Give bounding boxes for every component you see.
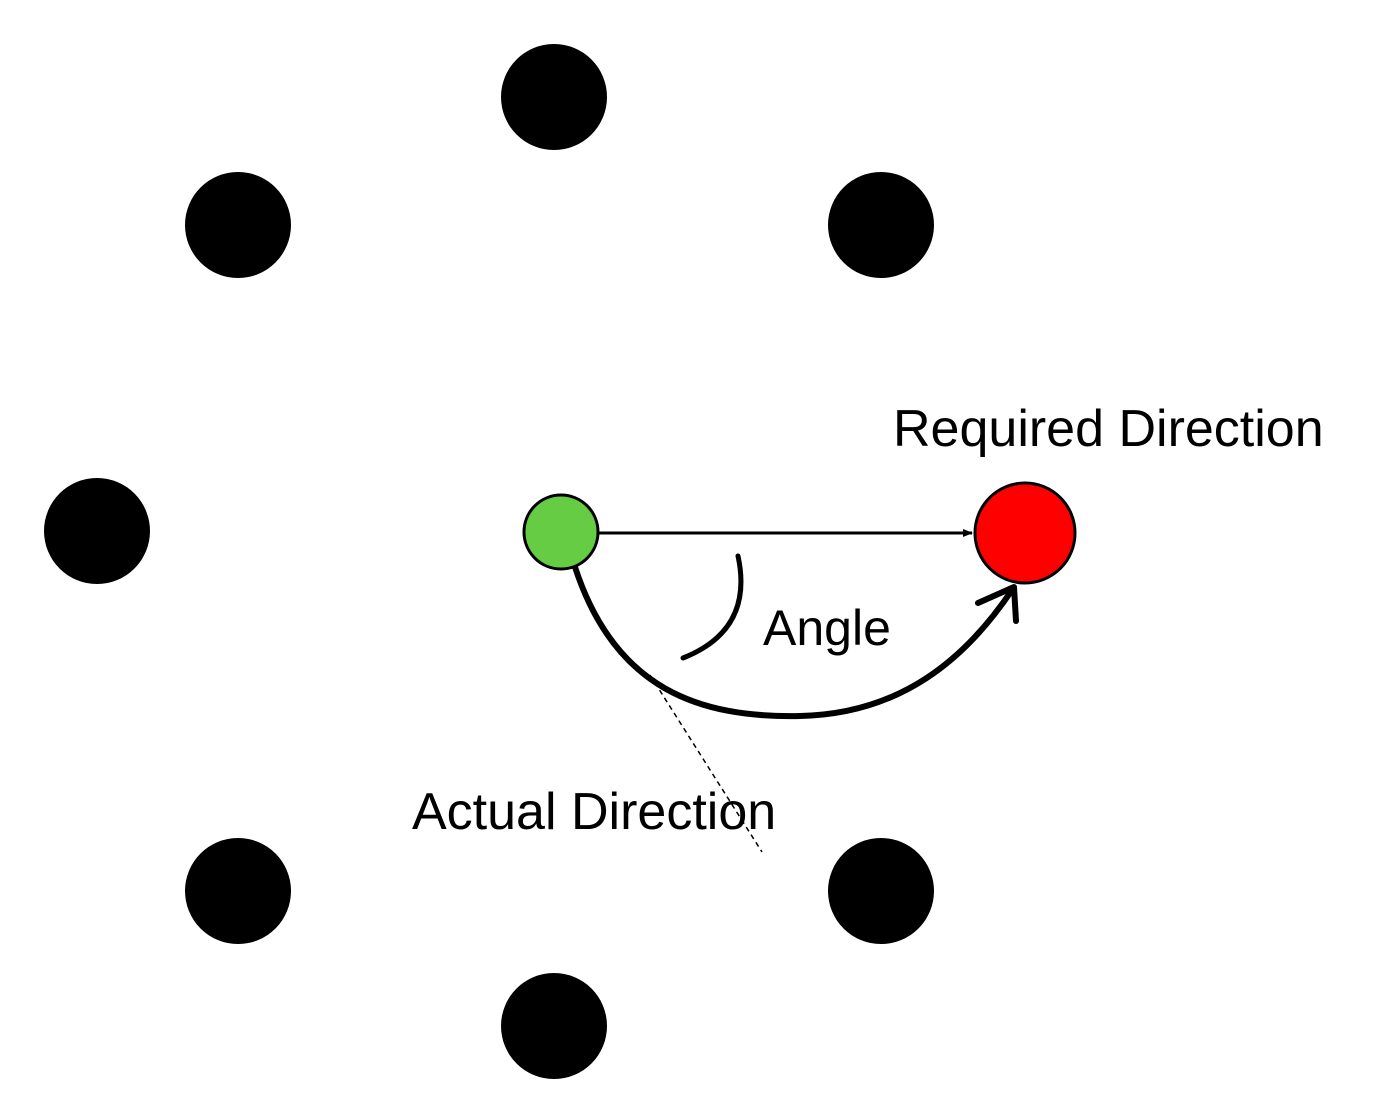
obstacle-dot-lower-right bbox=[828, 838, 934, 944]
required-direction-label: Required Direction bbox=[893, 400, 1324, 458]
obstacle-dot-bottom bbox=[501, 973, 607, 1079]
obstacle-dot-upper-left bbox=[185, 172, 291, 278]
actual-direction-line bbox=[649, 674, 763, 853]
curved-arrowhead-icon bbox=[975, 584, 1019, 624]
obstacle-dot-top bbox=[501, 44, 607, 150]
agent-node bbox=[522, 493, 600, 571]
actual-direction-label: Actual Direction bbox=[412, 783, 776, 841]
obstacle-dot-left bbox=[44, 478, 150, 584]
angle-label: Angle bbox=[763, 600, 891, 656]
obstacle-dot-lower-left bbox=[185, 838, 291, 944]
target-node bbox=[973, 481, 1077, 585]
angle-arc bbox=[680, 553, 744, 661]
obstacle-dot-upper-right bbox=[828, 172, 934, 278]
curved-trajectory-arrow bbox=[572, 564, 1015, 720]
